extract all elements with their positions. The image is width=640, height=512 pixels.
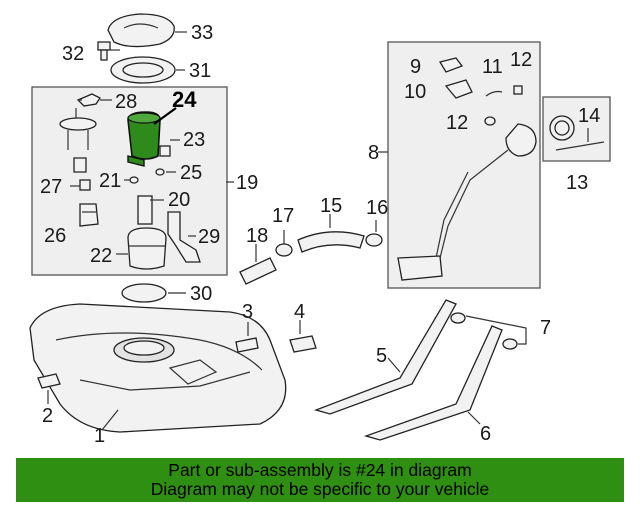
label-24: 24 bbox=[172, 87, 197, 112]
bolt-part bbox=[97, 41, 111, 61]
label-12a: 12 bbox=[510, 49, 532, 71]
label-30: 30 bbox=[190, 283, 212, 305]
label-12b: 12 bbox=[446, 112, 468, 134]
tank-strap-5 bbox=[313, 299, 457, 415]
filler-neck-group-box bbox=[387, 41, 541, 289]
label-14: 14 bbox=[578, 105, 600, 127]
info-banner: Part or sub-assembly is #24 in diagram D… bbox=[16, 458, 624, 502]
label-9: 9 bbox=[410, 56, 421, 78]
label-21: 21 bbox=[99, 170, 121, 192]
leader-lines bbox=[78, 49, 234, 183]
label-2: 2 bbox=[42, 405, 53, 427]
pad-part-4 bbox=[289, 320, 317, 353]
label-20: 20 bbox=[168, 189, 190, 211]
gasket-part bbox=[121, 283, 186, 303]
tank-strap-6 bbox=[363, 325, 503, 441]
label-15: 15 bbox=[320, 195, 342, 217]
label-3: 3 bbox=[242, 301, 253, 323]
label-13: 13 bbox=[566, 172, 588, 194]
label-22: 22 bbox=[90, 245, 112, 267]
label-31: 31 bbox=[189, 60, 211, 82]
label-26: 26 bbox=[44, 225, 66, 247]
pad-part-3 bbox=[235, 322, 259, 353]
label-27: 27 bbox=[40, 176, 62, 198]
hose-and-clamp-parts bbox=[239, 214, 383, 285]
label-11: 11 bbox=[482, 56, 503, 78]
fuel-tank-part bbox=[29, 303, 287, 433]
label-1: 1 bbox=[94, 425, 105, 447]
label-6: 6 bbox=[480, 423, 491, 445]
nut-parts-7 bbox=[450, 312, 527, 350]
parts-diagram: 33 32 31 28 24 23 25 21 27 20 19 26 29 2… bbox=[29, 13, 611, 447]
pad-part-2 bbox=[37, 373, 61, 404]
lock-ring-part bbox=[110, 56, 185, 84]
part-number-labels: 33 32 31 28 24 23 25 21 27 20 19 26 29 2… bbox=[40, 22, 600, 447]
label-18: 18 bbox=[246, 225, 268, 247]
cover-plate-part bbox=[107, 13, 187, 48]
label-23: 23 bbox=[183, 129, 205, 151]
label-4: 4 bbox=[294, 301, 305, 323]
label-7: 7 bbox=[540, 317, 551, 339]
fuel-cap-part bbox=[549, 115, 605, 151]
banner-line-2: Diagram may not be specific to your vehi… bbox=[150, 479, 490, 499]
label-33: 33 bbox=[191, 22, 213, 44]
filler-neck-parts bbox=[378, 57, 537, 281]
label-29: 29 bbox=[198, 226, 220, 248]
label-32: 32 bbox=[62, 43, 84, 65]
label-19: 19 bbox=[236, 172, 258, 194]
label-17: 17 bbox=[272, 205, 294, 227]
label-8: 8 bbox=[368, 142, 379, 164]
fuel-pump-module-highlighted bbox=[127, 107, 177, 167]
label-10: 10 bbox=[404, 81, 426, 103]
pump-internal-parts bbox=[59, 93, 201, 270]
label-28: 28 bbox=[115, 91, 137, 113]
label-5: 5 bbox=[376, 345, 387, 367]
label-25: 25 bbox=[180, 162, 202, 184]
label-16: 16 bbox=[366, 197, 388, 219]
banner-line-1: Part or sub-assembly is #24 in diagram bbox=[168, 460, 472, 480]
